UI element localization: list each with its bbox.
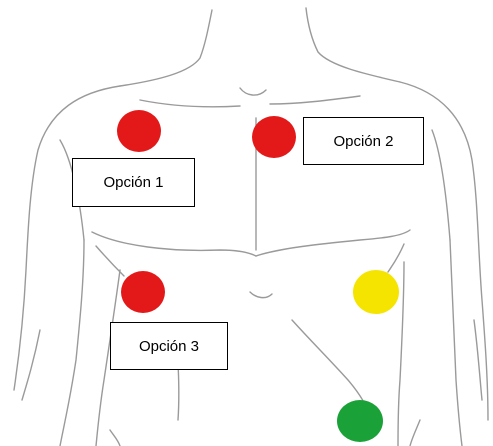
left-pectoral bbox=[92, 232, 256, 256]
option-1-box[interactable]: Opción 1 bbox=[72, 158, 195, 207]
option-1-label: Opción 1 bbox=[103, 174, 163, 191]
arm-crease-right bbox=[474, 320, 482, 400]
option-2-box[interactable]: Opción 2 bbox=[303, 117, 424, 165]
option-3-label: Opción 3 bbox=[139, 338, 199, 355]
waist-right bbox=[410, 420, 420, 446]
neck-right-outline bbox=[306, 8, 400, 82]
right-torso-side bbox=[450, 240, 462, 446]
red-marker-upper-right[interactable] bbox=[252, 116, 296, 158]
right-pec-fold bbox=[388, 244, 404, 272]
red-marker-lower-left[interactable] bbox=[121, 271, 165, 313]
collarbone-left bbox=[140, 100, 240, 107]
option-2-label: Opción 2 bbox=[333, 133, 393, 150]
yellow-marker-right[interactable] bbox=[353, 270, 399, 314]
navel-mark bbox=[250, 292, 272, 298]
right-pectoral bbox=[256, 230, 410, 256]
sternum-notch bbox=[240, 88, 266, 95]
arm-crease-left bbox=[22, 330, 40, 400]
green-marker-bottom[interactable] bbox=[337, 400, 383, 442]
waist-left bbox=[110, 430, 120, 446]
neck-left-outline bbox=[120, 10, 212, 86]
red-marker-upper-left[interactable] bbox=[117, 110, 161, 152]
right-shoulder-inner bbox=[432, 130, 450, 240]
option-3-box[interactable]: Opción 3 bbox=[110, 322, 228, 370]
left-torso-side bbox=[60, 240, 84, 446]
collarbone-right bbox=[270, 96, 360, 104]
left-shoulder-outline bbox=[14, 86, 120, 390]
